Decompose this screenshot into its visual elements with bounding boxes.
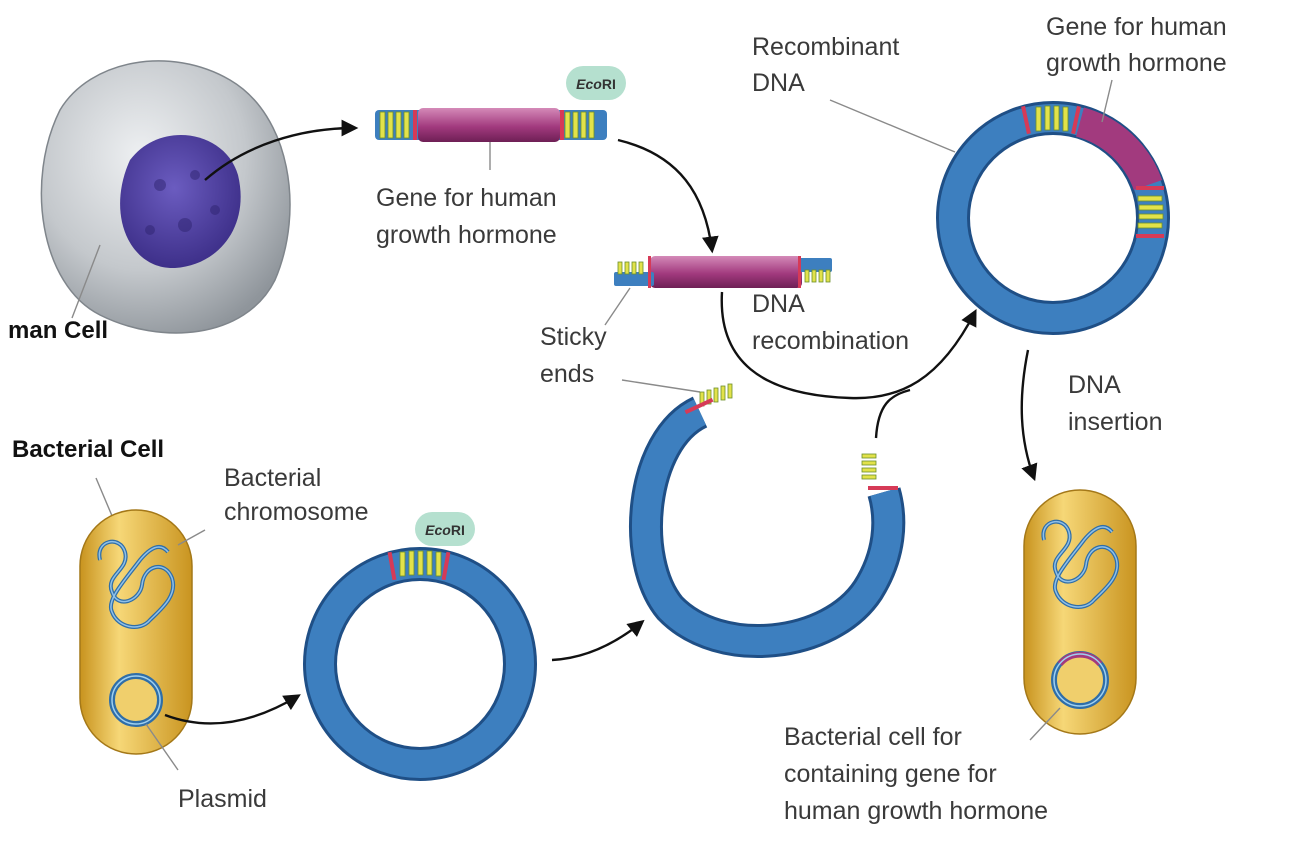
gene-label-line1: Gene for human [376, 184, 557, 212]
sticky-ends-leader-1 [604, 287, 631, 326]
sticky-ends-label-line2: ends [540, 360, 594, 388]
bacterial-chromosome-label-line1: Bacterial [224, 464, 321, 492]
arrow-extract-gene [204, 119, 359, 181]
sticky-ends-label-line1: Sticky [540, 323, 607, 351]
dna-recombination-label-line2: recombination [752, 327, 909, 355]
result-leader [1029, 707, 1061, 741]
result-bacterial-cell [1023, 489, 1137, 735]
recombinant-dna-label-line2: DNA [752, 69, 805, 97]
arrow-recombination [720, 291, 977, 400]
bacterial-chromosome-leader [177, 529, 206, 546]
recombinant-dna-ring [936, 101, 1170, 335]
cut-gene [614, 256, 832, 288]
gene-top-label-line1: Gene for human [1046, 13, 1227, 41]
result-label-line3: human growth hormone [784, 797, 1048, 825]
ecori-badge-bottom: EcoRI [415, 512, 475, 546]
human-cell-label: man Cell [8, 317, 108, 344]
arrow-dna-insertion [1020, 349, 1038, 482]
extracted-gene [375, 108, 607, 142]
arrow-cut-gene [617, 138, 719, 254]
result-label-line1: Bacterial cell for [784, 723, 962, 751]
dna-insertion-label-line1: DNA [1068, 371, 1121, 399]
svg-text:EcoRI: EcoRI [576, 76, 616, 92]
isolated-plasmid-ring [303, 547, 537, 781]
gene-top-leader [1101, 79, 1113, 123]
bacterial-chromosome-label-line2: chromosome [224, 498, 369, 526]
sticky-ends-leader-2 [621, 379, 701, 393]
bacterial-cell [79, 509, 193, 755]
dna-insertion-label-line2: insertion [1068, 408, 1163, 436]
opened-plasmid [629, 383, 906, 658]
arrow-isolate-plasmid [164, 694, 301, 725]
recombinant-dna-label-line1: Recombinant [752, 33, 899, 61]
dna-recombination-label-line1: DNA [752, 290, 805, 318]
arrow-open-plasmid [551, 619, 645, 662]
plasmid-leader [145, 723, 179, 771]
plasmid-label: Plasmid [178, 785, 267, 813]
svg-text:EcoRI: EcoRI [425, 522, 465, 538]
human-cell [40, 60, 291, 334]
gene-label-line2: growth hormone [376, 221, 557, 249]
result-label-line2: containing gene for [784, 760, 997, 788]
human-cell-leader [71, 244, 101, 319]
ecori-badge-top: EcoRI [566, 66, 626, 100]
gene-top-label-line2: growth hormone [1046, 49, 1227, 77]
arrow-plasmid-join [874, 388, 911, 439]
bacterial-cell-label: Bacterial Cell [12, 436, 164, 463]
recombinant-dna-leader [829, 99, 956, 153]
